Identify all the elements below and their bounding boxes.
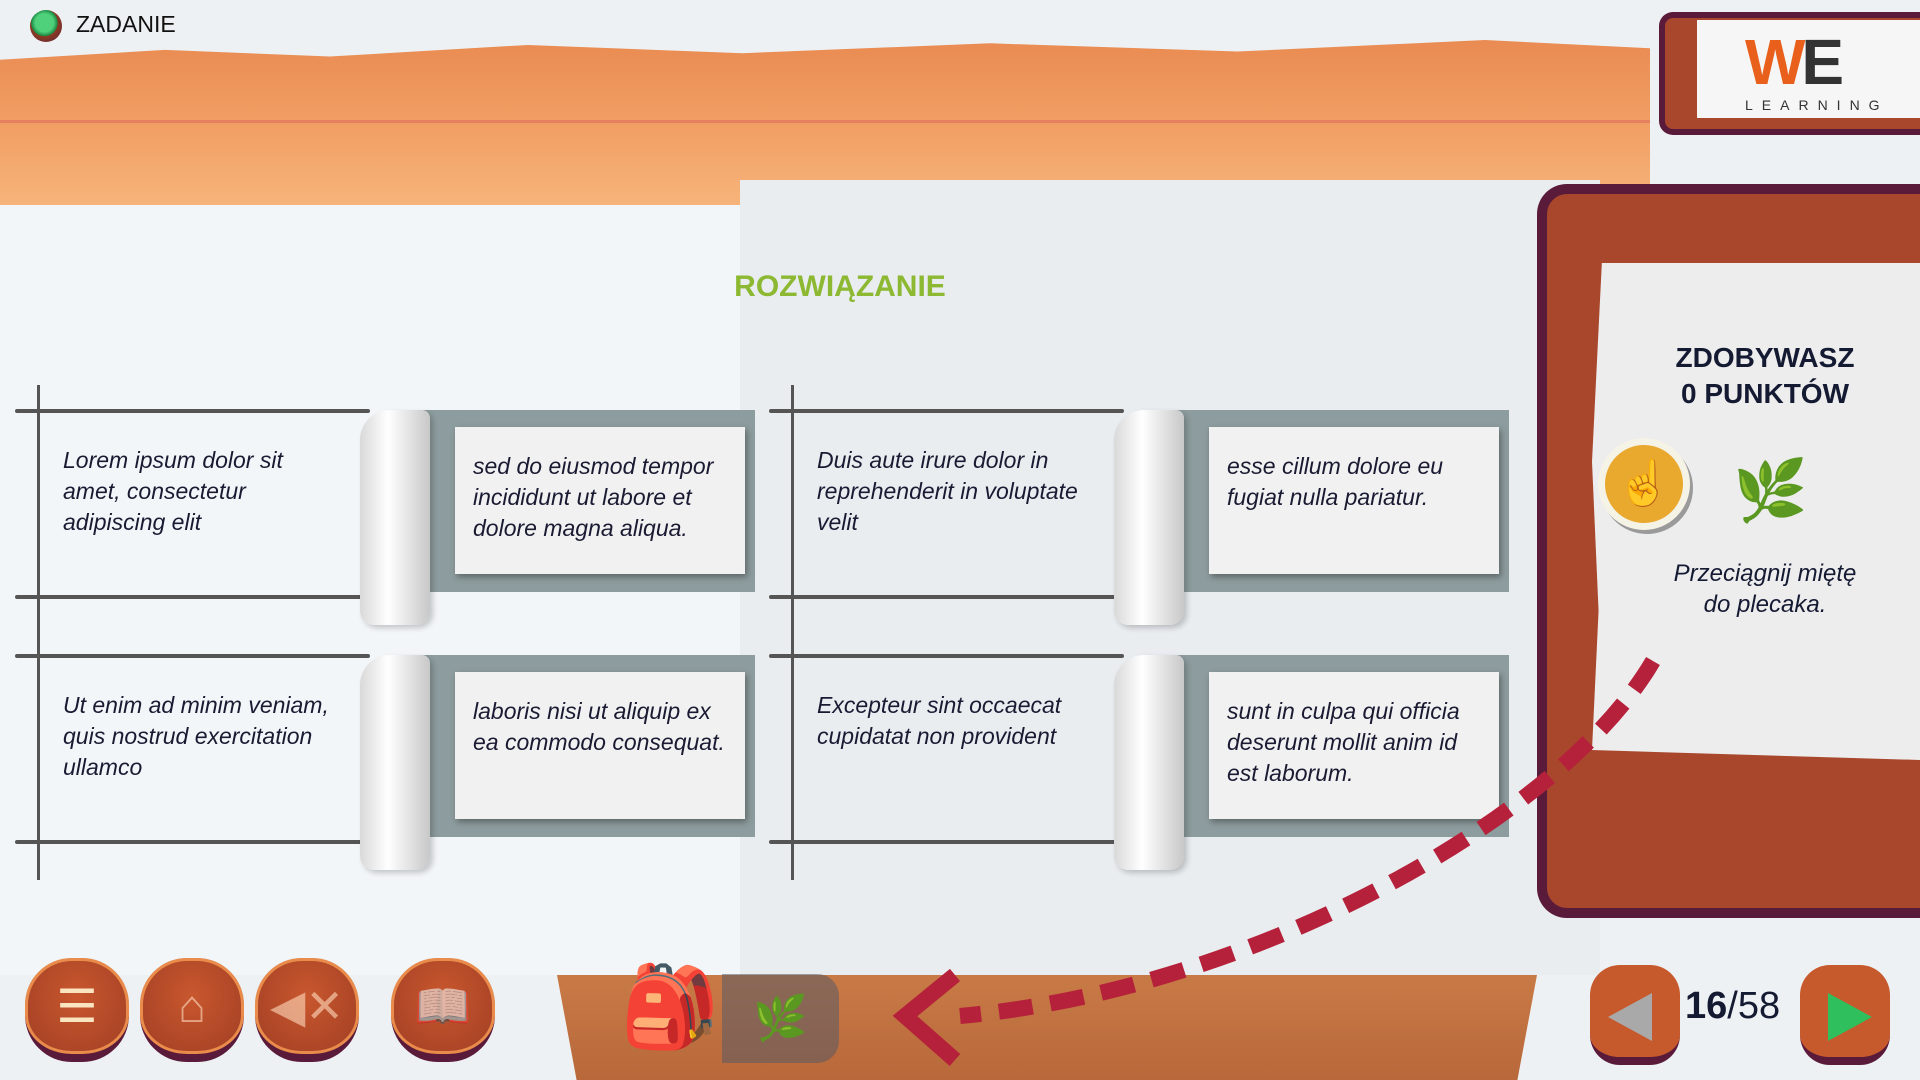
divider	[37, 385, 40, 635]
logo-mark: WE	[1745, 26, 1844, 98]
instruction-line-2: do plecaka.	[1703, 591, 1827, 618]
divider	[15, 654, 370, 658]
left-card-text: Lorem ipsum dolor sit amet, consectetur …	[63, 447, 283, 535]
left-card: Excepteur sint occaecat cupidatat non pr…	[769, 630, 1129, 880]
arrow-right-icon	[1828, 993, 1872, 1041]
page-title: ROZWIĄZANIE	[734, 270, 946, 303]
paper-curl	[1114, 655, 1184, 870]
open-book-icon: 📖	[414, 980, 472, 1032]
divider	[37, 630, 40, 880]
divider	[769, 840, 1124, 844]
divider	[769, 595, 1124, 599]
answer-card[interactable]: laboris nisi ut aliquip ex ea commodo co…	[455, 672, 745, 819]
matching-pair: Duis aute irure dolor in reprehenderit i…	[769, 385, 1509, 635]
sound-muted-icon: ◀✕	[270, 980, 344, 1032]
left-card-text: Excepteur sint occaecat cupidatat non pr…	[817, 692, 1062, 749]
home-icon: ⌂	[178, 980, 206, 1032]
score-line-2: 0 PUNKTÓW	[1681, 378, 1849, 409]
book-button[interactable]: 📖	[391, 958, 495, 1062]
left-card: Duis aute irure dolor in reprehenderit i…	[769, 385, 1129, 635]
mint-drop-slot[interactable]: 🌿	[722, 974, 839, 1063]
instruction-line-1: Przeciągnij miętę	[1673, 560, 1857, 587]
next-page-button[interactable]	[1800, 965, 1890, 1065]
logo	[1697, 20, 1920, 118]
divider	[791, 630, 794, 880]
logo-subtitle: LEARNING	[1745, 97, 1889, 113]
left-card-text: Duis aute irure dolor in reprehenderit i…	[817, 447, 1078, 535]
menu-button[interactable]: ☰	[25, 958, 129, 1062]
paper-curl	[360, 655, 430, 870]
prev-page-button[interactable]	[1590, 965, 1680, 1065]
left-card: Lorem ipsum dolor sit amet, consectetur …	[15, 385, 375, 635]
drag-hand-icon: ☝	[1598, 438, 1690, 530]
divider	[15, 595, 370, 599]
arrow-left-icon	[1608, 993, 1652, 1041]
current-page: 16	[1685, 985, 1728, 1027]
task-label: ZADANIE	[76, 11, 176, 37]
home-button[interactable]: ⌂	[140, 958, 244, 1062]
matching-pair: Excepteur sint occaecat cupidatat non pr…	[769, 630, 1509, 880]
left-card-text: Ut enim ad minim veniam, quis nostrud ex…	[63, 692, 329, 780]
task-gem-icon	[30, 10, 62, 42]
header-banner	[0, 40, 1650, 205]
total-pages: /58	[1727, 985, 1781, 1027]
matching-pair: Lorem ipsum dolor sit amet, consectetur …	[15, 385, 755, 635]
backpack-icon[interactable]: 🎒	[620, 962, 720, 1051]
paper-curl	[360, 410, 430, 625]
page-counter: 16/58	[1685, 985, 1780, 1028]
answer-card[interactable]: sed do eiusmod tempor incididunt ut labo…	[455, 427, 745, 574]
divider	[769, 409, 1124, 413]
left-card: Ut enim ad minim veniam, quis nostrud ex…	[15, 630, 375, 880]
score-line-1: ZDOBYWASZ	[1675, 342, 1855, 373]
divider	[15, 409, 370, 413]
mint-plant-icon: 🌿	[1733, 457, 1808, 524]
answer-card[interactable]: sunt in culpa qui officia deserunt molli…	[1209, 672, 1499, 819]
answer-card[interactable]: esse cillum dolore eu fugiat nulla paria…	[1209, 427, 1499, 574]
divider	[791, 385, 794, 635]
divider	[769, 654, 1124, 658]
paper-curl	[1114, 410, 1184, 625]
matching-pair: Ut enim ad minim veniam, quis nostrud ex…	[15, 630, 755, 880]
mute-button[interactable]: ◀✕	[255, 958, 359, 1062]
menu-icon: ☰	[56, 980, 98, 1032]
divider	[15, 840, 370, 844]
